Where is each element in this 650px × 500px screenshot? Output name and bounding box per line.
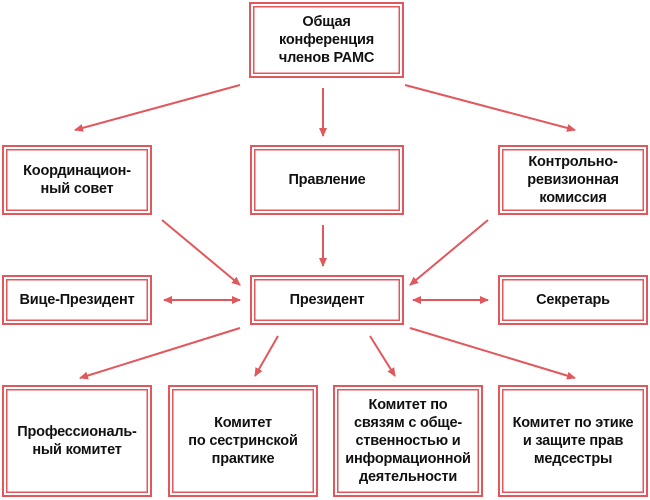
node-label: Комитет по связям с обще- ственностью и …	[345, 397, 471, 485]
node-label: Президент	[289, 292, 365, 308]
arrow-president-to-nursing	[254, 335, 279, 377]
node-coordination-council: Координацион- ный совет	[2, 145, 152, 215]
node-board: Правление	[250, 145, 404, 215]
arrow-conference-to-audit	[404, 84, 576, 132]
node-ethics-committee: Комитет по этике и защите прав медсестры	[498, 385, 648, 497]
arrow-council-to-president	[161, 219, 241, 286]
node-secretary: Секретарь	[498, 275, 648, 325]
node-label: Комитет по сестринской практике	[188, 415, 298, 467]
arrow-president-to-professional	[79, 327, 241, 380]
node-label: Профессиональ- ный комитет	[17, 424, 137, 458]
arrow-conference-to-council	[74, 84, 241, 132]
node-label: Правление	[288, 172, 366, 188]
node-nursing-practice-committee: Комитет по сестринской практике	[168, 385, 318, 497]
node-label: Общая конференция членов РАМС	[278, 14, 375, 66]
arrow-audit-to-president	[409, 219, 489, 286]
node-vice-president: Вице-Президент	[2, 275, 152, 325]
node-professional-committee: Профессиональ- ный комитет	[2, 385, 152, 497]
node-label: Вице-Президент	[19, 292, 135, 308]
node-public-relations-committee: Комитет по связям с обще- ственностью и …	[333, 385, 483, 497]
node-audit-commission: Контрольно- ревизионная комиссия	[498, 145, 648, 215]
arrow-president-to-ethics	[409, 327, 576, 380]
node-label: Комитет по этике и защите прав медсестры	[512, 415, 634, 467]
node-label: Секретарь	[536, 292, 610, 308]
node-label: Координацион- ный совет	[23, 163, 131, 197]
node-president: Президент	[250, 275, 404, 325]
node-label: Контрольно- ревизионная комиссия	[527, 154, 619, 206]
node-general-conference: Общая конференция членов РАМС	[249, 2, 404, 78]
arrow-president-to-public	[369, 335, 396, 377]
